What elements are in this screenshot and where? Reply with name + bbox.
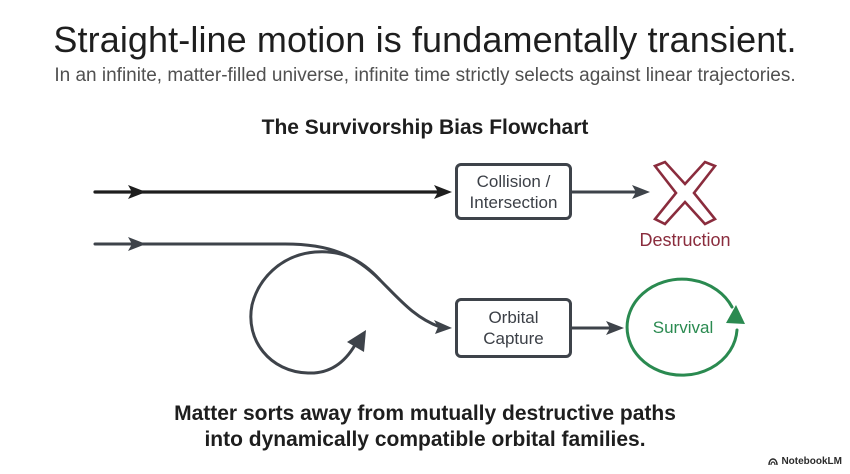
arrow-to-destruction (570, 185, 650, 199)
circular-arrow-icon (625, 277, 745, 377)
orbital-capture-node: Orbital Capture (455, 298, 572, 358)
collision-node: Collision / Intersection (455, 163, 572, 220)
destruction-label: Destruction (639, 230, 731, 250)
watermark-label: NotebookLM (781, 456, 842, 467)
x-mark-icon (652, 160, 718, 226)
conclusion-text: Matter sorts away from mutually destruct… (0, 401, 850, 453)
trajectory-line-straight (93, 185, 452, 199)
trajectory-line-curved (93, 237, 452, 334)
orbit-loop-curve (249, 250, 382, 375)
conclusion-line-2: into dynamically compatible orbital fami… (204, 428, 646, 451)
watermark: NotebookLM (768, 456, 842, 468)
arrow-to-survival (570, 321, 624, 335)
notebooklm-logo-icon (768, 458, 779, 466)
diagram-title: The Survivorship Bias Flowchart (261, 116, 589, 139)
conclusion-line-1: Matter sorts away from mutually destruct… (174, 402, 676, 425)
page-title: Straight-line motion is fundamentally tr… (53, 19, 797, 60)
survival-label: Survival (652, 318, 714, 337)
page-subtitle: In an infinite, matter-filled universe, … (54, 65, 796, 86)
